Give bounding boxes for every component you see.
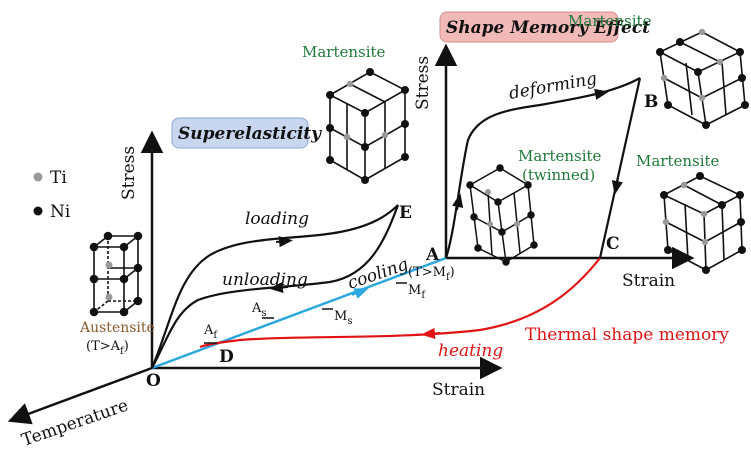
austensite-label: Austensite (79, 320, 155, 336)
mf-label: Mf (408, 283, 426, 301)
loading-label: loading (245, 209, 309, 229)
martensite-top-label: Martensite (302, 43, 386, 61)
legend-ni-label: Ni (50, 202, 71, 222)
martensite-twinned-label-1: Martensite (518, 147, 602, 165)
point-o: O (146, 371, 161, 391)
as-label: As (251, 301, 267, 319)
temperature-axis (7, 366, 153, 425)
heating-arrow (421, 327, 441, 339)
loading-curve (150, 204, 399, 369)
strain-axis-bottom-label: Strain (432, 380, 485, 400)
cooling-label: cooling (345, 254, 411, 293)
legend-ti-dot (33, 172, 43, 182)
stress-axis-left-label: Stress (119, 146, 139, 200)
thermal-shape-memory-label: Thermal shape memory (525, 325, 729, 345)
ms-label: Ms (334, 309, 352, 327)
point-e: E (399, 203, 412, 223)
heating-curve (199, 257, 601, 349)
martensite-b-label: Martensite (568, 12, 652, 30)
legend-ti-label: Ti (50, 168, 67, 188)
point-d: D (219, 347, 234, 367)
superelasticity-title-box (171, 117, 309, 149)
unloading-label: unloading (222, 270, 308, 290)
martensite-crystal-c (659, 172, 746, 274)
temperature-axis-label: Temperature (19, 396, 131, 451)
martensite-c-label: Martensite (636, 152, 720, 170)
shape-memory-title: Shape Memory Effect (446, 18, 650, 38)
unloading-arrow (269, 281, 289, 293)
cooling-line (151, 256, 447, 370)
unloading-curve (151, 204, 400, 369)
stress-axis-right-label: Stress (413, 56, 433, 110)
point-a: A (425, 245, 440, 265)
unload-b-c-arrow (611, 177, 623, 195)
martensite-crystal-e (325, 68, 409, 185)
austensite-condition: (T>Af) (86, 339, 129, 357)
superelasticity-title: Superelasticity (178, 124, 322, 144)
cooling-arrow (351, 288, 369, 299)
deforming-arrow-up (452, 193, 464, 211)
strain-axis-right-label: Strain (622, 271, 675, 291)
legend-ni-dot (33, 206, 43, 216)
t-gt-mf-label: (T>Mf) (408, 265, 455, 283)
unload-b-c (598, 77, 642, 259)
af-label: Af (203, 323, 218, 341)
martensite-crystal-b (655, 28, 749, 130)
martensite-twinned-label-2: (twinned) (522, 166, 595, 184)
loading-arrow (275, 236, 293, 248)
austensite-crystal (89, 231, 143, 317)
martensite-twinned-crystal (466, 164, 538, 266)
point-c: C (606, 234, 620, 254)
point-b: B (644, 92, 658, 112)
deforming-label: deforming (507, 69, 598, 104)
deforming-arrow-right (591, 88, 609, 100)
shape-memory-title-box (439, 11, 619, 43)
heating-label: heating (438, 341, 503, 361)
